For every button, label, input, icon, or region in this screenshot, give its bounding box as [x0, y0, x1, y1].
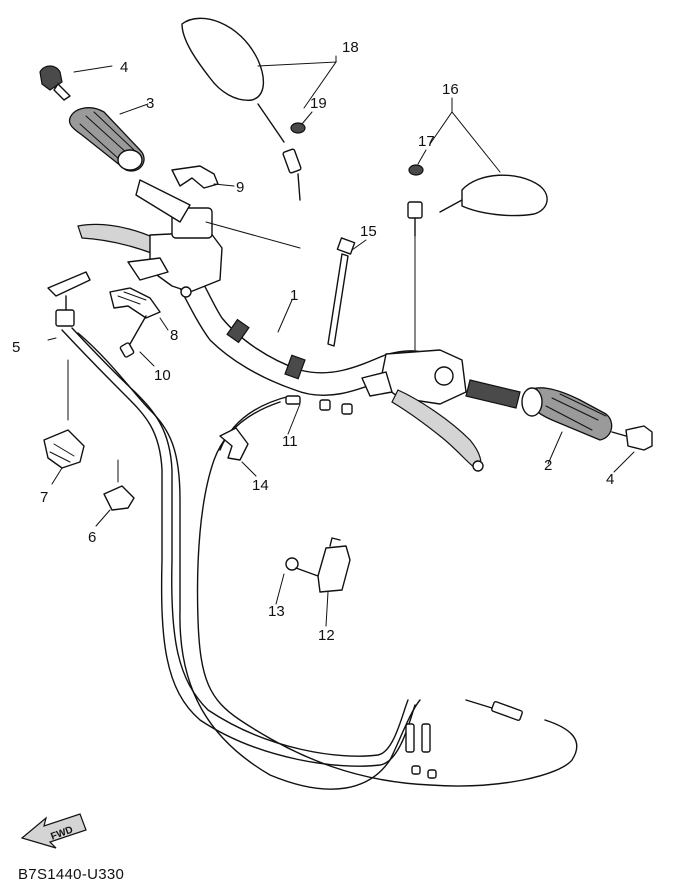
callout-4-right: 4 — [606, 471, 614, 488]
cable-adjuster-5 — [47, 271, 91, 327]
left-mirror — [181, 17, 302, 201]
clamp-14 — [219, 427, 249, 461]
throttle-sleeve — [465, 379, 521, 409]
callout-5: 5 — [12, 339, 20, 356]
clutch-cable-outer — [77, 332, 421, 790]
leader-lines — [47, 55, 635, 627]
nut-17 — [408, 164, 424, 176]
clamp-7 — [43, 429, 85, 469]
right-mirror — [407, 174, 548, 237]
fwd-arrow-icon: FWD — [20, 813, 87, 849]
left-lever-assembly — [77, 207, 223, 298]
callout-1: 1 — [290, 287, 298, 304]
throttle-cable-outer — [61, 327, 416, 767]
callout-14: 14 — [252, 477, 269, 494]
callout-3: 3 — [146, 95, 154, 112]
switch-cable-11 — [285, 395, 353, 415]
bracket-8 — [109, 287, 161, 319]
screw-10 — [119, 315, 147, 358]
cable-ends — [405, 699, 523, 779]
callout-15: 15 — [360, 223, 377, 240]
callout-19: 19 — [310, 95, 327, 112]
callout-16: 16 — [442, 81, 459, 98]
holder-6 — [103, 485, 135, 511]
callout-10: 10 — [154, 367, 171, 384]
callout-11: 11 — [282, 433, 298, 450]
callout-17: 17 — [418, 133, 435, 150]
cable-tie-15 — [327, 237, 356, 347]
callout-8: 8 — [170, 327, 178, 344]
nut-19 — [290, 122, 306, 134]
right-grip — [521, 387, 613, 441]
bracket-12 — [317, 537, 351, 593]
left-grip-end — [39, 65, 71, 101]
callout-13: 13 — [268, 603, 285, 620]
diagram-code: B7S1440-U330 — [18, 866, 125, 883]
holder-9 — [171, 165, 219, 189]
right-lever-assembly — [361, 349, 484, 472]
right-grip-end — [611, 425, 653, 451]
callout-12: 12 — [318, 627, 335, 644]
callout-9: 9 — [236, 179, 244, 196]
callout-7: 7 — [40, 489, 48, 506]
callout-2: 2 — [544, 457, 552, 474]
bolt-13 — [285, 557, 319, 577]
callouts: 1 2 3 4 4 5 6 7 8 9 10 11 12 13 14 15 16… — [12, 39, 614, 644]
callout-6: 6 — [88, 529, 96, 546]
left-grip — [68, 107, 191, 223]
callout-18: 18 — [342, 39, 359, 56]
callout-4-left: 4 — [120, 59, 128, 76]
brake-switch-cable — [196, 395, 578, 787]
